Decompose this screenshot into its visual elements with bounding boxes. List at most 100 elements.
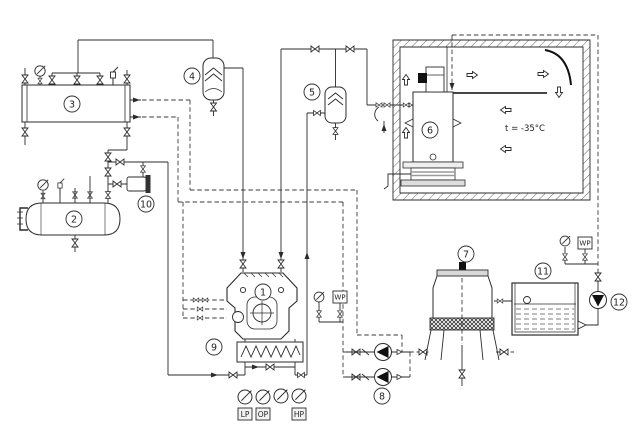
valve-icon xyxy=(96,75,104,85)
cooling-tower xyxy=(424,262,500,361)
valve-icon xyxy=(239,259,247,269)
valve-icon xyxy=(562,253,568,261)
wp-label: WP xyxy=(579,240,590,248)
tower-legs xyxy=(424,329,500,361)
valve-icon xyxy=(345,45,355,53)
valve-icon xyxy=(499,348,509,356)
valve-icon xyxy=(123,74,131,84)
op-gauge-icon xyxy=(255,389,271,405)
airflow-up-icon xyxy=(402,127,410,139)
valve-icon xyxy=(313,110,321,116)
lp-gauge-icon xyxy=(237,389,253,405)
oil-port-icon xyxy=(232,311,244,323)
valve-icon xyxy=(402,102,410,108)
aux-gauge-icon xyxy=(273,388,289,404)
union-icon xyxy=(396,349,403,355)
water-pumps xyxy=(346,343,410,386)
tag-oil-separator: 4 xyxy=(189,72,195,83)
valve-icon xyxy=(265,363,275,371)
bolt-icon xyxy=(239,286,247,294)
valve-icon xyxy=(104,167,112,177)
condenser-vessel xyxy=(21,65,131,123)
valve-icon xyxy=(21,127,29,137)
valve-icon xyxy=(594,272,602,282)
tank-outlet-icon xyxy=(577,320,588,330)
tag-water-pumps: 8 xyxy=(379,392,385,403)
valve-icon xyxy=(277,259,285,269)
makeup-pump-icon xyxy=(589,291,607,309)
oil-separator xyxy=(202,57,225,101)
op-gauge-label: OP xyxy=(258,410,269,419)
valve-icon xyxy=(210,102,217,112)
valve-icon xyxy=(201,297,209,303)
valve-icon xyxy=(115,158,125,166)
valve-icon xyxy=(196,306,204,312)
component-tags: 1 2 3 4 5 6 7 8 9 10 11 12 xyxy=(63,67,628,405)
valve-icon xyxy=(48,75,56,85)
valve-icon xyxy=(297,372,305,378)
tag-oil-cooler: 9 xyxy=(211,343,217,354)
airflow-left-icon xyxy=(500,106,512,114)
valve-icon xyxy=(105,191,111,199)
union-icon xyxy=(396,374,403,380)
valve-icon xyxy=(582,253,588,261)
air-throw-curve xyxy=(544,49,572,86)
pump-icon xyxy=(374,343,392,361)
bolt-icon xyxy=(277,286,285,294)
flow-arrows xyxy=(130,83,455,378)
liquid-receiver-vessel xyxy=(17,176,121,236)
fan-housing xyxy=(425,66,445,93)
pump-icon xyxy=(374,368,392,386)
valve-icon xyxy=(383,102,391,108)
tag-compressor: 1 xyxy=(260,288,266,299)
lp-gauge-label: LP xyxy=(241,410,250,419)
valve-icon xyxy=(196,315,204,321)
valve-icon xyxy=(337,310,343,318)
cold-room: t = -35°C xyxy=(392,39,591,201)
valve-icon xyxy=(21,74,29,84)
water-tank xyxy=(511,282,588,336)
valve-icon xyxy=(192,297,200,303)
fan-motor-icon xyxy=(418,73,427,83)
check-valve-icon xyxy=(361,348,370,381)
tower-motor-icon xyxy=(459,262,466,270)
airflow-down-icon xyxy=(555,86,563,98)
pressure-gauge-icon xyxy=(559,235,571,247)
tag-filter-drier: 10 xyxy=(140,200,152,211)
tower-fill-band xyxy=(429,317,495,331)
filter-drier xyxy=(126,175,151,193)
tag-evaporator: 6 xyxy=(427,126,433,137)
valve-icon xyxy=(112,180,122,188)
oil-cooler xyxy=(236,341,304,363)
valve-icon xyxy=(37,77,43,85)
valve-icon xyxy=(123,127,131,137)
hp-gauge-label: HP xyxy=(294,410,305,419)
safety-valve-icon xyxy=(110,66,119,86)
tag-makeup-pump: 12 xyxy=(613,298,625,309)
wp-label: WP xyxy=(334,294,345,302)
valve-icon xyxy=(316,310,322,318)
insulated-wall xyxy=(392,39,591,201)
valve-icon xyxy=(71,238,79,248)
valve-icon xyxy=(73,75,81,85)
tag-accumulator: 5 xyxy=(309,88,315,99)
pressure-gauge-icon xyxy=(313,291,325,303)
valve-icon xyxy=(458,369,466,379)
tag-receiver: 2 xyxy=(71,215,77,226)
valve-icon xyxy=(310,45,320,53)
valve-icon xyxy=(375,102,383,108)
compressor xyxy=(226,272,298,342)
valve-icon xyxy=(496,298,504,304)
tag-cooling-tower: 7 xyxy=(463,250,469,261)
valve-icon xyxy=(104,152,112,162)
valve-icon xyxy=(140,165,146,173)
room-temperature-label: t = -35°C xyxy=(505,124,545,134)
suction-accumulator xyxy=(324,86,347,124)
pump-wp-assembly: WP xyxy=(559,235,593,250)
tag-water-tank: 11 xyxy=(537,267,549,278)
airflow-right-icon xyxy=(466,71,478,79)
hp-gauge-icon xyxy=(291,388,307,404)
airflow-right-icon xyxy=(537,70,549,78)
